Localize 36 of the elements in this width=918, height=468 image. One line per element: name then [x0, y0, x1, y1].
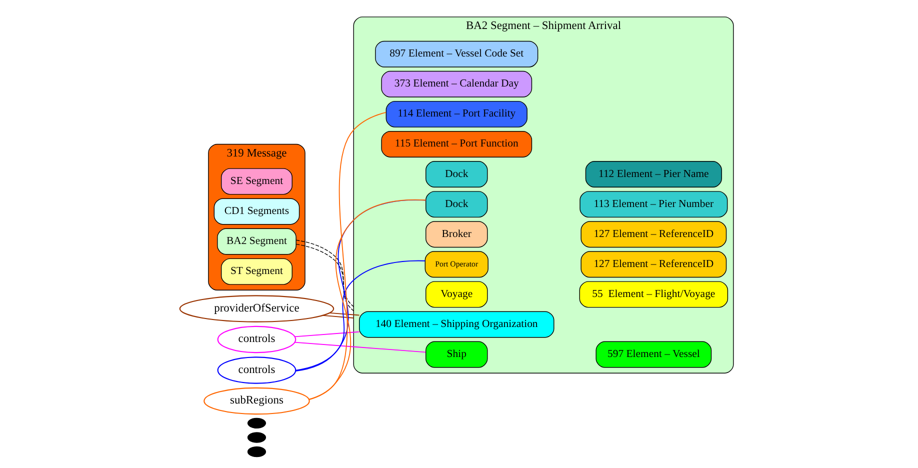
node-box: 897 Element – Vessel Code Set [374, 40, 538, 68]
connector [294, 260, 426, 371]
node-circle [246, 446, 266, 458]
connector [308, 112, 386, 400]
connector [294, 342, 426, 353]
node-ellipse: providerOfService [178, 295, 334, 322]
connector [308, 199, 426, 400]
node-box: 112 Element – Pier Name [584, 161, 722, 188]
node-box: 55 Element – Flight/Voyage [578, 281, 728, 308]
node-box: 373 Element – Calendar Day [380, 70, 532, 98]
connector [328, 312, 360, 316]
connector [294, 331, 360, 338]
node-box: Ship [425, 341, 488, 368]
node-box: Voyage [425, 281, 488, 308]
node-circle [246, 418, 266, 429]
node-ellipse: subRegions [203, 387, 310, 415]
node-box: SE Segment [220, 168, 292, 195]
connector [294, 200, 426, 372]
node-box: 115 Element – Port Function [380, 131, 532, 158]
node-box: 114 Element – Port Facility [385, 100, 527, 128]
node-circle [246, 432, 266, 443]
node-box: 140 Element – Shipping Organization [358, 311, 554, 338]
connector [322, 315, 354, 318]
node-box: 127 Element – ReferenceID [580, 251, 726, 278]
node-box: Dock [425, 191, 488, 218]
node-box: ST Segment [220, 258, 292, 285]
node-ellipse: controls [216, 356, 296, 384]
node-box: CD1 Segments [213, 198, 300, 225]
node-ellipse: controls [216, 326, 296, 354]
node-box: Broker [425, 221, 488, 248]
node-box: 127 Element – ReferenceID [580, 221, 726, 248]
node-box: BA2 Segment [216, 228, 296, 255]
node-box: Dock [425, 161, 488, 188]
node-box: 597 Element – Vessel [595, 341, 712, 368]
node-box: Port Operator [424, 251, 488, 278]
node-box: 113 Element – Pier Number [579, 191, 728, 218]
